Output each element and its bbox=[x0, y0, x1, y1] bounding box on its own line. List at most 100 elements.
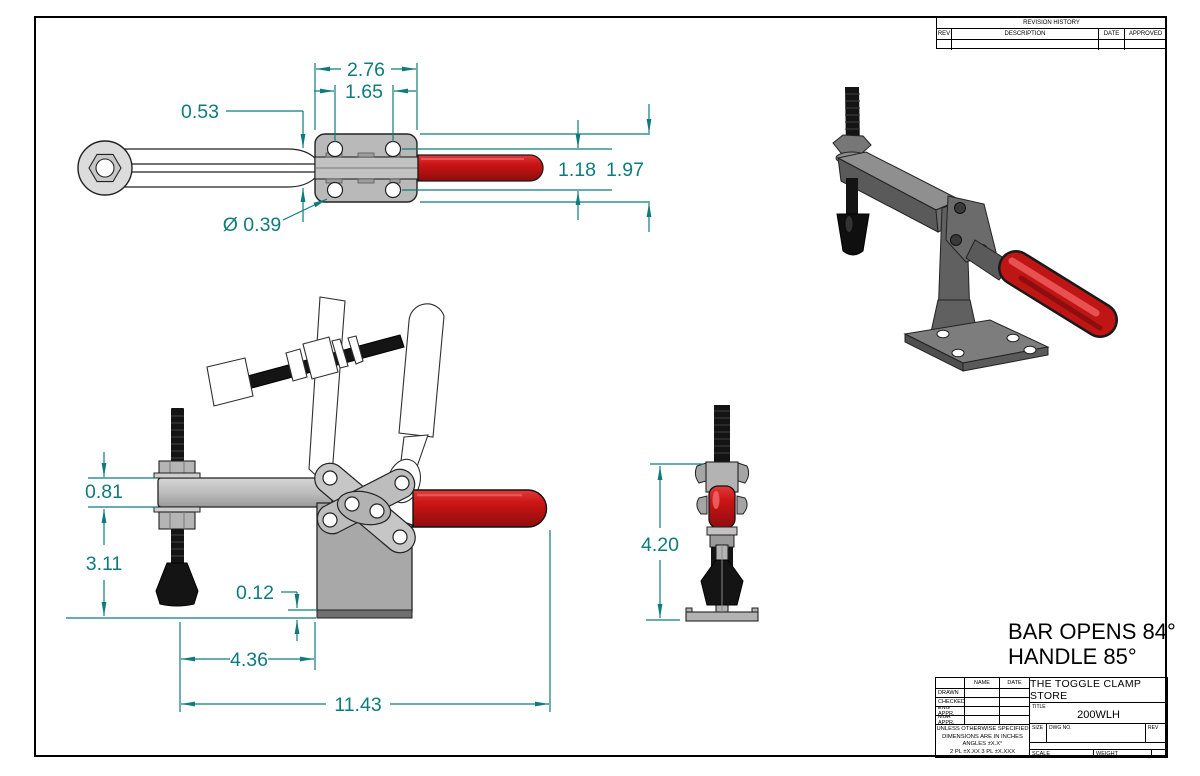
dim-label: Ø 0.39 bbox=[223, 214, 282, 236]
drawing-number: 200WLH bbox=[1077, 709, 1120, 721]
spindle-washer-lower bbox=[153, 506, 201, 513]
dim-arm-height: 3.11 bbox=[66, 509, 316, 619]
signoff-header-row: NAME DATE bbox=[936, 678, 1029, 688]
phantom-foot bbox=[206, 357, 254, 407]
spindle-washer-upper bbox=[153, 472, 201, 479]
dim-flange-thickness: 0.12 bbox=[236, 582, 316, 641]
revision-history-title: REVISION HISTORY bbox=[1023, 19, 1080, 26]
company-name: THE TOGGLE CLAMP STORE bbox=[1030, 678, 1141, 702]
handle-top-view bbox=[417, 154, 544, 182]
dim-label: 4.36 bbox=[230, 649, 268, 671]
side-view bbox=[153, 296, 548, 619]
spindle-tip bbox=[155, 562, 199, 607]
sheet-border bbox=[34, 16, 1167, 757]
dim-label: 11.43 bbox=[334, 694, 381, 716]
rev-label: REV bbox=[1148, 725, 1159, 731]
dim-bar-width: 0.53 bbox=[181, 101, 306, 222]
pivot-holes bbox=[322, 470, 410, 545]
title-cell: TITLE 200WLH bbox=[1030, 702, 1167, 723]
handle-side-view bbox=[412, 489, 548, 528]
front-ear-left-upper bbox=[694, 462, 707, 484]
tolerance-note-line: UNLESS OTHERWISE SPECIFIED bbox=[936, 726, 1029, 732]
tolerance-notes: UNLESS OTHERWISE SPECIFIED DIMENSIONS AR… bbox=[936, 724, 1029, 757]
iso-nut bbox=[832, 134, 872, 155]
title-label: TITLE bbox=[1032, 704, 1046, 710]
dwg-no-label: DWG NO. bbox=[1049, 725, 1072, 731]
dim-hole-diameter: Ø 0.39 bbox=[223, 198, 328, 236]
front-ear-left-lower bbox=[696, 495, 708, 515]
scale-row: SCALE WEIGHT bbox=[1030, 749, 1167, 757]
bar-opens-note: BAR OPENS 84° bbox=[1008, 619, 1176, 644]
dim-arm-thickness: 0.81 bbox=[85, 452, 156, 508]
dim-label: 4.20 bbox=[641, 534, 679, 556]
weight-label: WEIGHT bbox=[1093, 750, 1151, 757]
front-ear-right-upper bbox=[737, 462, 750, 484]
dim-hole-spacing-vertical: 1.18 bbox=[402, 120, 612, 220]
scale-label: SCALE bbox=[1032, 750, 1051, 757]
size-label: SIZE bbox=[1032, 725, 1044, 731]
front-threaded-rod bbox=[714, 405, 730, 465]
dim-plate-height: 1.97 bbox=[420, 104, 652, 232]
revision-history-table: REVISION HISTORY REV DESCRIPTION DATE AP… bbox=[936, 16, 1167, 50]
eng-appr-label: ENG APPR. bbox=[938, 707, 955, 715]
tolerance-note-line: ANGLES ±X.X° bbox=[962, 741, 1003, 747]
dim-label: 1.18 bbox=[558, 159, 596, 181]
front-washer bbox=[706, 526, 738, 536]
checked-row: CHECKED bbox=[936, 697, 1029, 706]
title-block-main: THE TOGGLE CLAMP STORE TITLE 200WLH SIZE… bbox=[1030, 678, 1167, 757]
angle-notes: BAR OPENS 84° HANDLE 85° bbox=[1008, 619, 1176, 669]
size-row: SIZE DWG NO. REV bbox=[1030, 723, 1167, 742]
iso-spindle-knob bbox=[836, 213, 870, 256]
iso-spindle-rod bbox=[846, 178, 858, 216]
dim-label: 1.97 bbox=[606, 159, 644, 181]
dim-label: 0.53 bbox=[181, 101, 219, 123]
checked-label: CHECKED bbox=[938, 699, 964, 705]
date-column-header: DATE bbox=[1098, 29, 1124, 39]
description-column-header: DESCRIPTION bbox=[951, 29, 1098, 39]
swivel-boss-inner bbox=[95, 158, 115, 178]
iso-handle-red bbox=[1000, 252, 1116, 336]
revision-history-empty-row bbox=[937, 39, 1166, 50]
front-view bbox=[685, 405, 759, 622]
dim-label: 1.65 bbox=[345, 81, 383, 103]
dim-label: 0.12 bbox=[236, 582, 274, 604]
top-view bbox=[77, 133, 544, 203]
phantom-clamp-bracket bbox=[302, 336, 339, 380]
drawn-row: DRAWN bbox=[936, 688, 1029, 697]
bar-fork-top-prong bbox=[104, 148, 317, 165]
dim-hole-spacing-horizontal: 1.65 bbox=[314, 81, 416, 142]
dim-overall-height: 4.20 bbox=[641, 463, 704, 621]
phantom-nut bbox=[285, 348, 308, 382]
title-block: NAME DATE DRAWN CHECKED ENG APPR. MGR AP… bbox=[935, 677, 1168, 758]
dim-label: 0.81 bbox=[85, 481, 123, 503]
tolerance-note-line: 2 PL ±X.XX 3 PL ±X.XXX bbox=[950, 748, 1015, 755]
iso-threaded-rod bbox=[845, 87, 860, 150]
phantom-arm bbox=[308, 296, 346, 491]
date-header: DATE bbox=[999, 678, 1029, 688]
bar-fork-bottom-prong bbox=[104, 171, 317, 188]
mgr-appr-label: MGR APPR. bbox=[938, 716, 955, 724]
revision-history-header-row: REV DESCRIPTION DATE APPROVED bbox=[937, 28, 1166, 39]
dim-plate-width: 2.76 bbox=[314, 59, 418, 130]
base-pad bbox=[316, 609, 413, 619]
front-base-plate bbox=[685, 611, 759, 622]
front-ear-right-lower bbox=[736, 495, 748, 515]
iso-base-holes bbox=[936, 329, 1037, 358]
mgr-appr-row: MGR APPR. bbox=[936, 715, 1029, 724]
drawn-label: DRAWN bbox=[938, 690, 959, 696]
front-handle-grip bbox=[708, 485, 736, 529]
handle-note: HANDLE 85° bbox=[1008, 644, 1137, 669]
isometric-view bbox=[832, 87, 1118, 372]
title-block-signoff: NAME DATE DRAWN CHECKED ENG APPR. MGR AP… bbox=[936, 678, 1030, 757]
spacer-row bbox=[1030, 742, 1167, 749]
dim-label: 2.76 bbox=[347, 59, 385, 81]
revision-history-title-row: REVISION HISTORY bbox=[937, 17, 1166, 28]
spindle-nut-lower bbox=[158, 511, 196, 530]
approved-column-header: APPROVED bbox=[1124, 29, 1166, 39]
rev-column-header: REV bbox=[937, 31, 951, 37]
name-header: NAME bbox=[964, 678, 999, 688]
dim-overall-length: 11.43 bbox=[181, 530, 551, 716]
clamp-arm bbox=[157, 477, 333, 508]
eng-appr-row: ENG APPR. bbox=[936, 706, 1029, 715]
